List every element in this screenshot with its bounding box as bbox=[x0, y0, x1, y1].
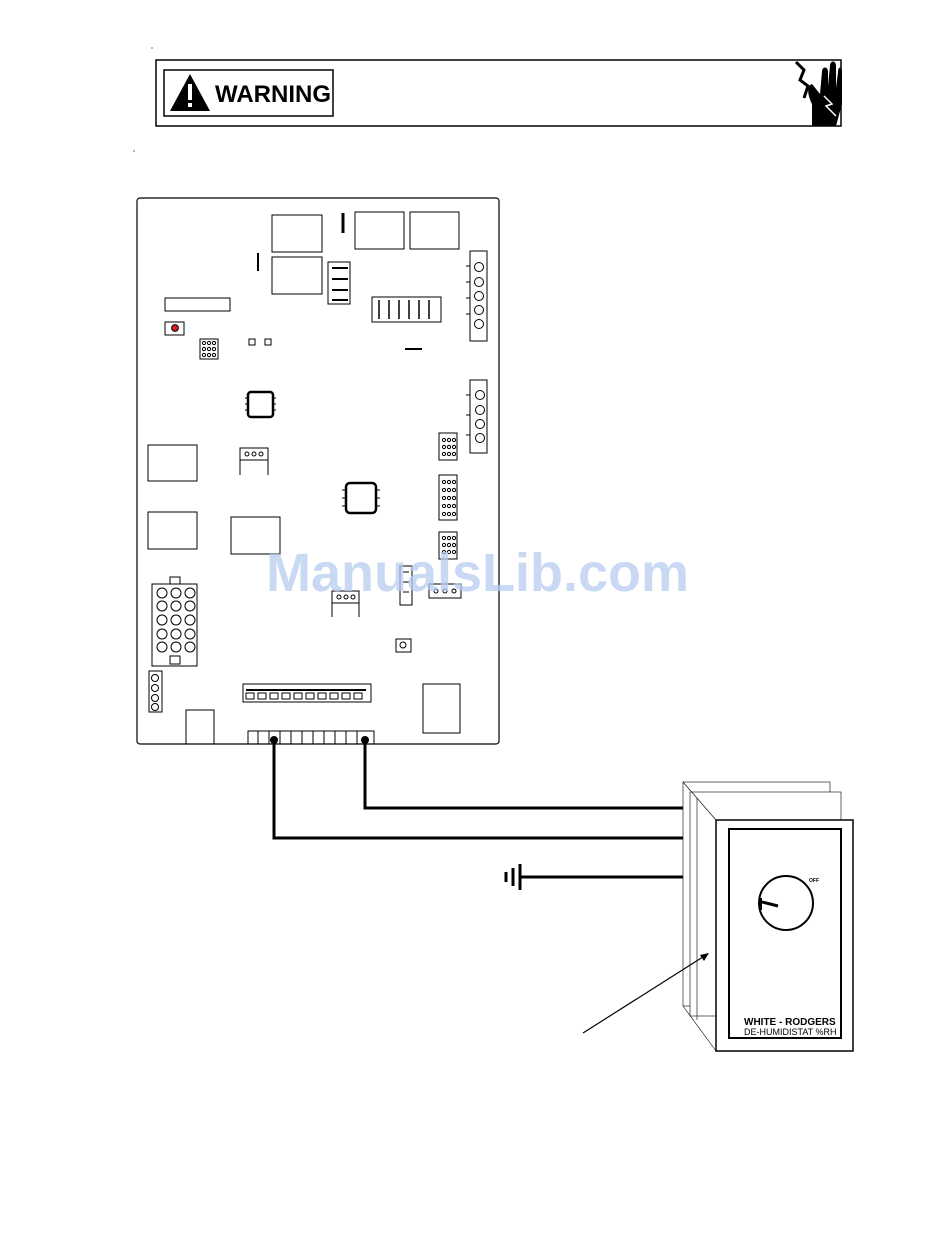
low-voltage-terminal-strip bbox=[248, 731, 374, 744]
wire-1 bbox=[365, 740, 684, 808]
terminal-block bbox=[466, 380, 487, 453]
chip bbox=[342, 483, 380, 513]
wiring bbox=[272, 738, 685, 891]
warning-label: WARNING bbox=[215, 81, 331, 108]
wire-2 bbox=[274, 740, 684, 838]
dial-off-label: OFF bbox=[809, 878, 819, 884]
humidity-dial bbox=[759, 876, 813, 930]
chip bbox=[245, 392, 276, 417]
control-board bbox=[137, 198, 499, 744]
molex-connector bbox=[152, 577, 197, 666]
dip-switch bbox=[328, 262, 350, 304]
watermark: ManualsLib.com bbox=[266, 543, 689, 603]
connector bbox=[240, 448, 268, 475]
humidistat: OFF WHITE - RODGERS DE-HUMIDISTAT %RH bbox=[683, 782, 853, 1051]
warning-banner: WARNING bbox=[156, 60, 842, 126]
status-led bbox=[165, 322, 184, 335]
humidistat-model: DE-HUMIDISTAT %RH bbox=[744, 1027, 837, 1037]
ground-symbol-icon bbox=[506, 864, 520, 890]
terminal-block bbox=[466, 251, 487, 341]
